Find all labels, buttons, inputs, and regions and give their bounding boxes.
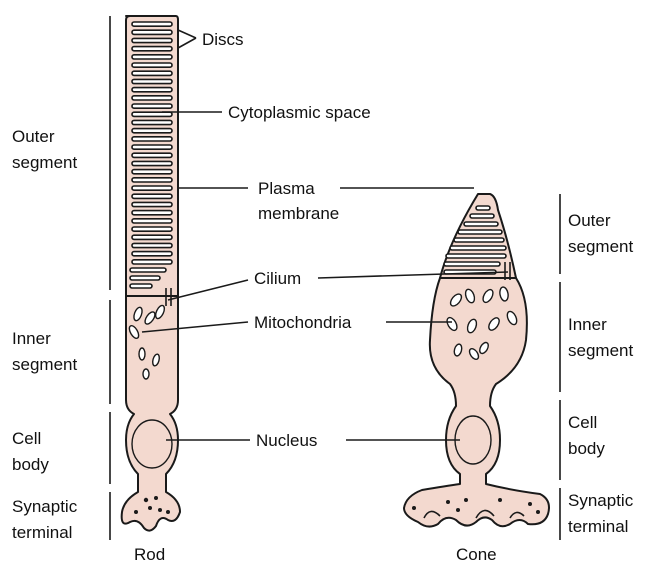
rod-disc xyxy=(132,129,172,133)
cone-cell xyxy=(404,194,549,527)
rod-disc xyxy=(132,96,172,100)
rod-disc xyxy=(132,137,172,141)
cone-synaptic-vesicle xyxy=(412,506,416,510)
discs-pointer xyxy=(178,38,196,48)
rod-disc xyxy=(132,219,172,223)
rod-disc xyxy=(132,145,172,149)
cone-caption: Cone xyxy=(456,545,497,564)
rod-disc xyxy=(132,47,172,51)
rod-infolded-disc xyxy=(130,276,160,280)
cilium-pointer-rod xyxy=(168,280,248,300)
plasma-membrane-label-line1: Plasma xyxy=(258,179,315,198)
rod-disc xyxy=(132,30,172,34)
rod-disc xyxy=(132,170,172,174)
rod-inner-label-line1: Inner xyxy=(12,329,51,348)
rod-outer-label-line1: Outer xyxy=(12,127,55,146)
rod-disc xyxy=(132,79,172,83)
rod-disc xyxy=(132,161,172,165)
rod-synaptic-vesicle xyxy=(144,498,148,502)
rod-body-label-line2: body xyxy=(12,455,49,474)
cone-synaptic-vesicle xyxy=(528,502,532,506)
rod-cell xyxy=(122,16,180,531)
rod-disc xyxy=(132,227,172,231)
rod-synaptic-vesicle xyxy=(154,496,158,500)
rod-disc xyxy=(132,186,172,190)
nucleus-label: Nucleus xyxy=(256,431,317,450)
rod-disc xyxy=(132,88,172,92)
cone-lamella xyxy=(444,262,500,266)
rod-synaptic-vesicle xyxy=(158,508,162,512)
rod-caption: Rod xyxy=(134,545,165,564)
cone-outer-label-line1: Outer xyxy=(568,211,611,230)
rod-synaptic-vesicle xyxy=(166,510,170,514)
plasma-membrane-label-line2: membrane xyxy=(258,204,339,223)
cytoplasmic-space-label: Cytoplasmic space xyxy=(228,103,371,122)
rod-disc xyxy=(132,55,172,59)
rod-disc xyxy=(132,211,172,215)
rod-inner-label-line2: segment xyxy=(12,355,77,374)
rod-disc xyxy=(132,104,172,108)
cone-synaptic-vesicle xyxy=(536,510,540,514)
rod-mitochondrion xyxy=(143,369,149,379)
cone-lamella xyxy=(476,206,490,210)
cone-synaptic-label-line1: Synaptic xyxy=(568,491,634,510)
rod-outer-label-line2: segment xyxy=(12,153,77,172)
rod-synaptic-label-line2: terminal xyxy=(12,523,72,542)
cone-nucleus xyxy=(455,416,491,464)
rod-synaptic-vesicle xyxy=(134,510,138,514)
cone-inner-label-line2: segment xyxy=(568,341,633,360)
cone-synaptic-vesicle xyxy=(456,508,460,512)
discs-pointer xyxy=(178,30,196,38)
cone-synaptic-vesicle xyxy=(498,498,502,502)
rod-body-label-line1: Cell xyxy=(12,429,41,448)
rod-disc xyxy=(132,38,172,42)
cone-lamella xyxy=(470,214,494,218)
rod-disc xyxy=(132,243,172,247)
rod-infolded-disc xyxy=(130,284,152,288)
cone-lamella xyxy=(464,222,498,226)
rod-synaptic-vesicle xyxy=(148,506,152,510)
rod-disc xyxy=(132,252,172,256)
rod-disc xyxy=(132,120,172,124)
cone-synaptic-vesicle xyxy=(464,498,468,502)
cone-inner-label-line1: Inner xyxy=(568,315,607,334)
rod-synaptic-label-line1: Synaptic xyxy=(12,497,78,516)
mitochondria-label: Mitochondria xyxy=(254,313,352,332)
cone-lamella xyxy=(458,230,502,234)
rod-infolded-disc xyxy=(130,268,166,272)
cone-outer-label-line2: segment xyxy=(568,237,633,256)
rod-nucleus xyxy=(132,420,172,468)
rod-disc xyxy=(132,71,172,75)
rod-disc xyxy=(132,202,172,206)
rod-disc xyxy=(132,112,172,116)
cone-synaptic-label-line2: terminal xyxy=(568,517,628,536)
rod-disc xyxy=(132,63,172,67)
cone-synaptic-vesicle xyxy=(446,500,450,504)
cone-inner-segment xyxy=(404,278,549,527)
rod-disc xyxy=(132,194,172,198)
cone-body-label-line1: Cell xyxy=(568,413,597,432)
cilium-label: Cilium xyxy=(254,269,301,288)
cone-lamella xyxy=(450,246,506,250)
rod-disc xyxy=(132,22,172,26)
rod-mitochondrion xyxy=(139,348,145,360)
rod-disc xyxy=(132,235,172,239)
cone-lamella xyxy=(446,254,506,258)
rod-disc xyxy=(132,153,172,157)
discs-label: Discs xyxy=(202,30,244,49)
rod-disc xyxy=(132,260,172,264)
rod-disc xyxy=(132,178,172,182)
cone-lamella xyxy=(454,238,504,242)
cone-body-label-line2: body xyxy=(568,439,605,458)
